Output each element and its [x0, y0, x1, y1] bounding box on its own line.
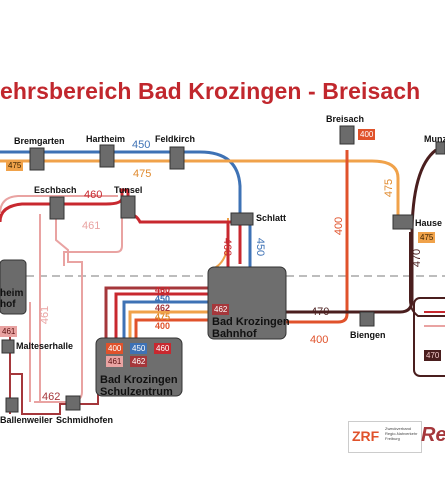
zrf-logo: ZRF Zweckverband Regio-Nahverkehr Freibu… — [348, 421, 422, 453]
stop-eschbach — [49, 196, 65, 220]
stack-400: 400 — [155, 321, 171, 331]
stack-475: 475 — [155, 312, 171, 322]
line-460-stack — [114, 292, 208, 338]
line-400 — [286, 150, 349, 324]
stop-schmidhofen — [65, 395, 81, 411]
line-460 — [0, 188, 242, 264]
stop-munzingen — [435, 141, 445, 155]
route-461-left: 461 — [39, 305, 52, 325]
line-470-right — [409, 232, 445, 317]
route-461: 461 — [82, 220, 101, 232]
route-462: 462 — [42, 391, 61, 403]
chip-breisach: 400 — [358, 129, 376, 140]
route-460-vert: 460 — [221, 237, 234, 257]
hub-bad-krozingen-bahnhof — [207, 266, 287, 340]
label-hof: hof — [0, 299, 16, 310]
zrf-text-3: Freiburg — [385, 436, 400, 441]
stop-malteserhalle — [1, 339, 15, 354]
chip-bremgarten: 475 — [6, 160, 24, 171]
chip-schul-462: 462 — [130, 356, 148, 367]
map-title: ehrsbereich Bad Krozingen - Breisach — [0, 78, 421, 104]
line-475-top — [0, 159, 410, 224]
label-schlatt: Schlatt — [256, 213, 287, 223]
bahnhof-line-1: Bad Krozingen — [212, 316, 290, 328]
label-hausen: Hause — [415, 218, 443, 228]
label-bad-krozingen-bahnhof: Bad Krozingen Bahnhof — [212, 316, 290, 340]
stack-462: 462 — [155, 303, 171, 313]
chip-right-box: 470 — [424, 350, 442, 361]
label-biengen: Biengen — [350, 330, 386, 340]
label-hartheim: Hartheim — [86, 134, 126, 144]
chip-bahnhof: 462 — [212, 304, 230, 315]
route-470-right: 470 — [411, 248, 424, 268]
line-462-bottom — [10, 373, 99, 415]
stop-bremgarten — [29, 147, 45, 171]
line-470 — [286, 148, 437, 314]
chip-left: 461 — [0, 326, 18, 337]
chip-schul-460: 460 — [154, 343, 172, 354]
stop-hausen — [392, 214, 414, 230]
route-450-vert: 450 — [254, 237, 267, 257]
zrf-logo-text: Zweckverband Regio-Nahverkehr Freiburg — [385, 426, 417, 441]
brand-logo: Re — [421, 424, 445, 446]
stack-460: 460 — [155, 285, 171, 295]
schulzentrum-line-2: Schulzentrum — [100, 386, 173, 398]
line-461-c — [63, 214, 123, 266]
line-400-stack — [134, 318, 208, 338]
line-450 — [0, 150, 252, 268]
route-400-low: 400 — [310, 334, 329, 346]
label-munzingen: Munzi — [424, 134, 445, 144]
zrf-text-2: Regio-Nahverkehr — [385, 431, 418, 436]
zrf-logo-mark: ZRF — [352, 428, 380, 444]
line-462-stack — [104, 286, 208, 338]
label-ballenweiler: Ballenweiler — [0, 415, 53, 425]
label-bremgarten: Bremgarten — [14, 136, 65, 146]
label-malteserhalle: Malteserhalle — [16, 341, 74, 351]
route-475-top: 475 — [133, 168, 152, 180]
stop-ballenweiler — [5, 397, 19, 413]
chip-schul-400: 400 — [106, 343, 124, 354]
line-461-b — [29, 214, 41, 402]
chip-schul-461: 461 — [106, 356, 124, 367]
label-bad-krozingen-schulzentrum: Bad Krozingen Schulzentrum — [100, 374, 178, 398]
line-450-stack — [122, 300, 208, 338]
stop-west-hub — [0, 259, 27, 315]
label-schmidhofen: Schmidhofen — [56, 415, 114, 425]
label-feldkirch: Feldkirch — [155, 134, 196, 144]
route-400: 400 — [333, 216, 346, 236]
stop-schlatt — [230, 212, 254, 226]
route-460: 460 — [84, 189, 103, 201]
stop-hartheim — [99, 144, 115, 168]
zrf-text-1: Zweckverband — [385, 426, 412, 431]
route-475-right: 475 — [383, 178, 396, 198]
route-470: 470 — [311, 306, 330, 318]
label-breisach: Breisach — [326, 114, 365, 124]
stack-450: 450 — [155, 294, 171, 304]
schulzentrum-line-1: Bad Krozingen — [100, 374, 178, 386]
legend-box — [413, 297, 445, 377]
stop-tunsel — [120, 195, 136, 219]
stop-biengen — [359, 311, 375, 327]
chip-schul-450: 450 — [130, 343, 148, 354]
stop-feldkirch — [169, 146, 185, 170]
line-475-stack — [128, 310, 208, 338]
stop-breisach — [339, 125, 355, 145]
bahnhof-line-2: Bahnhof — [212, 328, 257, 340]
chip-hausen: 475 — [418, 232, 436, 243]
route-450-top: 450 — [132, 139, 151, 151]
label-eschbach: Eschbach — [34, 185, 77, 195]
label-heim: heim — [0, 288, 24, 299]
label-tunsel: Tunsel — [114, 185, 143, 195]
